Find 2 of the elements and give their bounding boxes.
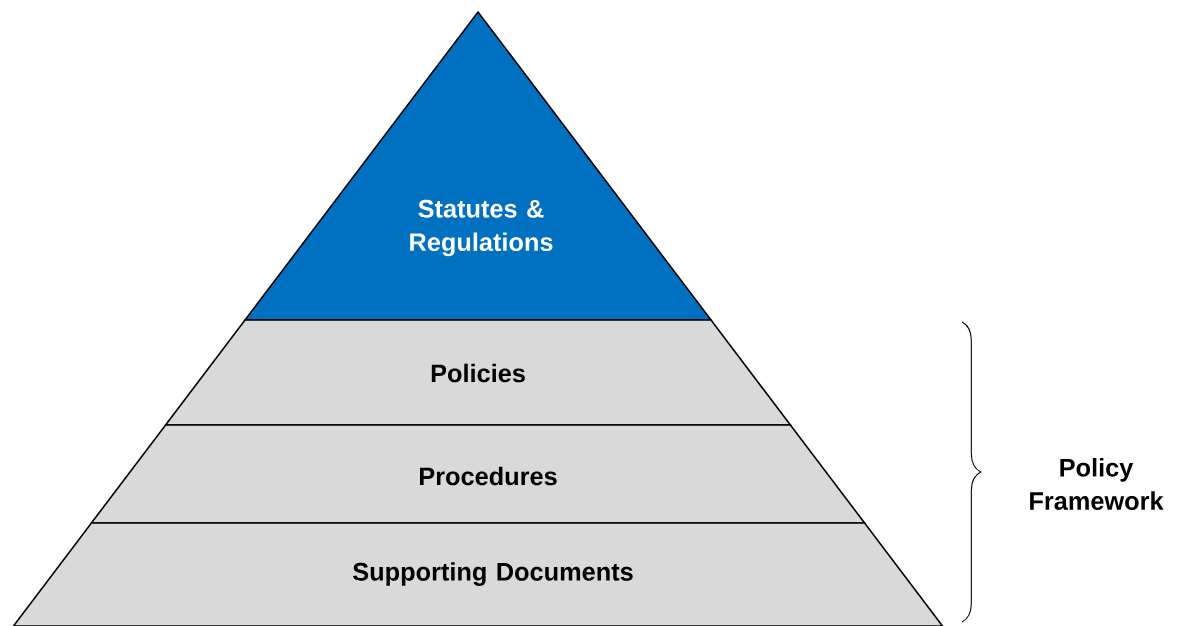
pyramid-tier: Policies xyxy=(164,319,792,426)
bracket-label: Policy Framework xyxy=(1030,458,1164,510)
